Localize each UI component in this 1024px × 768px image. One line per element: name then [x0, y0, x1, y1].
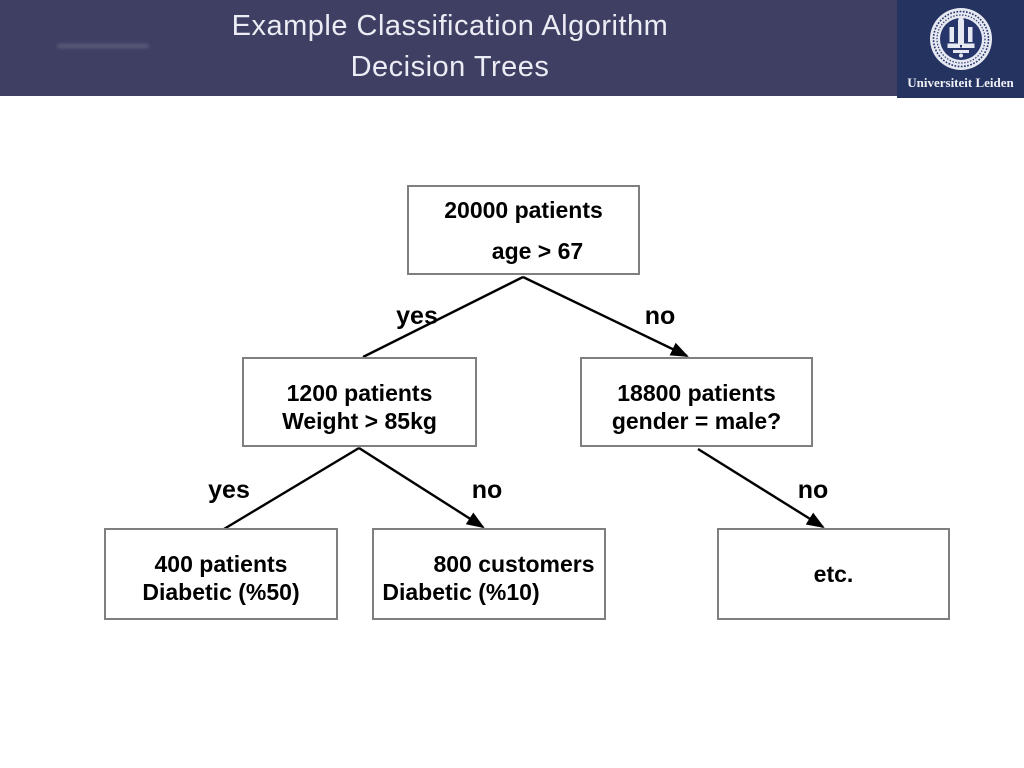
node-text-line: 400 patients — [154, 551, 288, 577]
edge-mid-no-line — [358, 446, 485, 529]
node-text-line: 1200 patients — [286, 380, 433, 406]
edge-label-mid-no: no — [471, 476, 503, 504]
slide-title: Example Classification Algorithm Decisio… — [0, 6, 900, 88]
tree-node-leaf-right: etc. — [717, 528, 950, 620]
node-text-line: 18800 patients — [617, 380, 776, 406]
node-text-line: 800 customers — [433, 551, 595, 577]
tree-node-mid-right: 18800 patients gender = male? — [580, 357, 813, 447]
tree-node-leaf-left: 400 patients Diabetic (%50) — [104, 528, 338, 620]
logo-caption: Universiteit Leiden — [907, 75, 1014, 90]
edge-label-root-yes: yes — [396, 302, 438, 330]
edge-label-mid-yes: yes — [208, 476, 250, 504]
tree-node-mid-left: 1200 patients Weight > 85kg — [242, 357, 477, 447]
node-text-line: etc. — [813, 561, 854, 587]
edge-label-right-no: no — [797, 476, 829, 504]
node-text-line: Diabetic (%50) — [142, 579, 300, 605]
title-line-2: Decision Trees — [350, 51, 550, 83]
node-text-line: age > 67 — [491, 237, 584, 264]
node-text-line: Weight > 85kg — [282, 408, 437, 434]
node-text-line: gender = male? — [611, 408, 782, 434]
edge-label-root-no: no — [644, 302, 676, 330]
university-logo: Universiteit Leiden — [897, 0, 1024, 98]
node-text-line: 20000 patients — [444, 196, 603, 223]
title-line-1: Example Classification Algorithm — [231, 10, 669, 42]
tree-node-leaf-mid: 800 customers Diabetic (%10) — [372, 528, 606, 620]
slide-header: Example Classification Algorithm Decisio… — [0, 0, 1024, 96]
universiteit-leiden-seal-icon — [930, 8, 992, 70]
header-streak — [57, 44, 149, 48]
node-text-line: Diabetic (%10) — [382, 579, 540, 605]
edge-root-yes-line — [362, 275, 524, 359]
tree-node-root: 20000 patients age > 67 — [407, 185, 640, 275]
